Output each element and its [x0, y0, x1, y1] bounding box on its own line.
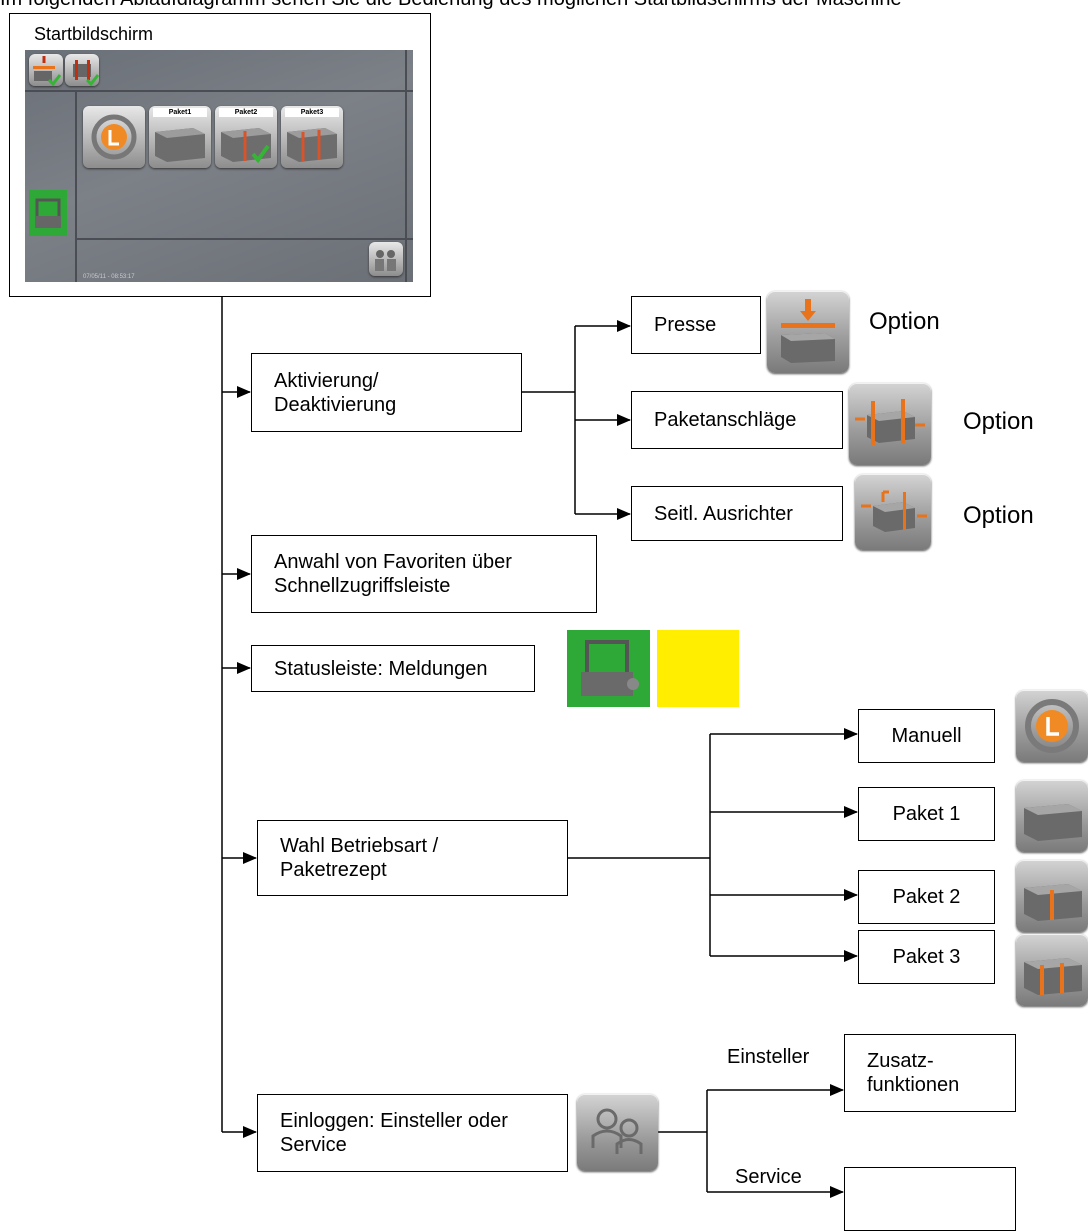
- status-green-indicator: [567, 630, 650, 707]
- side-aligner-option-label: Option: [963, 502, 1034, 529]
- package-stops-option-label: Option: [963, 408, 1034, 435]
- package2-label: Paket 2: [892, 886, 961, 908]
- quick-package-stops-icon[interactable]: [65, 54, 100, 87]
- package2-tile[interactable]: Paket2: [215, 106, 277, 168]
- activation-label: Aktivierung/ Deaktivierung: [274, 369, 397, 416]
- package-icon: [1016, 780, 1088, 852]
- package1-box: Paket 1: [858, 787, 995, 841]
- operating-mode-label: Wahl Betriebsart / Paketrezept: [280, 835, 439, 881]
- package2-tile-label: Paket2: [219, 108, 273, 117]
- package3-box: Paket 3: [858, 930, 995, 984]
- package1-tile[interactable]: Paket1: [149, 106, 211, 168]
- screen-login-button[interactable]: [369, 242, 403, 276]
- start-screen-display: Paket1 Paket2 Paket3 07/05/11 - 08:53:17: [25, 50, 413, 282]
- package-stops-label: Paketanschläge: [654, 409, 797, 431]
- machine-status-icon: [581, 640, 639, 696]
- press-box: Presse: [631, 296, 761, 354]
- start-screen-title: Startbildschirm: [34, 24, 154, 44]
- statusbar-box: Statusleiste: Meldungen: [251, 645, 535, 692]
- package-banded-icon: [1016, 860, 1088, 932]
- login-box: Einloggen: Einsteller oder Service: [257, 1094, 568, 1172]
- package1-label: Paket 1: [892, 803, 961, 825]
- side-aligner-box: Seitl. Ausrichter: [631, 486, 843, 541]
- package3-label: Paket 3: [892, 946, 961, 968]
- login-label: Einloggen: Einsteller oder Service: [280, 1110, 508, 1156]
- manual-mode-icon: [1016, 690, 1088, 762]
- screen-timestamp: 07/05/11 - 08:53:17: [83, 274, 135, 280]
- activation-box: Aktivierung/ Deaktivierung: [251, 353, 522, 432]
- operating-mode-box: Wahl Betriebsart / Paketrezept: [257, 820, 568, 896]
- favorites-box: Anwahl von Favoriten über Schnellzugriff…: [251, 535, 597, 613]
- additional-functions-label: Zusatz- funktionen: [867, 1050, 960, 1096]
- package3-tile-label: Paket3: [285, 108, 339, 117]
- press-option-label: Option: [869, 308, 940, 335]
- manual-label: Manuell: [891, 725, 962, 747]
- side-aligner-label: Seitl. Ausrichter: [654, 502, 793, 525]
- additional-functions-box: Zusatz- funktionen: [844, 1034, 1016, 1112]
- users-login-icon: [577, 1094, 658, 1171]
- package-stops-icon: [849, 383, 931, 465]
- mode-manual-tile[interactable]: [83, 106, 145, 168]
- quick-press-icon[interactable]: [29, 54, 63, 87]
- header-cut-text: Im folgenden Ablaufdiagramm sehen Sie di…: [0, 0, 1088, 11]
- manual-box: Manuell: [858, 709, 995, 763]
- press-label: Presse: [654, 314, 717, 336]
- favorites-label: Anwahl von Favoriten über Schnellzugriff…: [274, 551, 512, 597]
- press-icon: [767, 291, 849, 373]
- service-box: [844, 1167, 1016, 1231]
- package3-tile[interactable]: Paket3: [281, 106, 343, 168]
- package-stops-box: Paketanschläge: [631, 391, 843, 449]
- status-field-green: [29, 190, 67, 236]
- package1-tile-label: Paket1: [153, 108, 207, 117]
- setter-label: Einsteller: [727, 1046, 810, 1068]
- package-double-banded-icon: [1016, 934, 1088, 1006]
- statusbar-label: Statusleiste: Meldungen: [274, 657, 488, 680]
- side-aligner-icon: [855, 474, 931, 550]
- status-yellow-indicator: [657, 630, 739, 707]
- service-label: Service: [735, 1166, 802, 1188]
- package2-box: Paket 2: [858, 870, 995, 924]
